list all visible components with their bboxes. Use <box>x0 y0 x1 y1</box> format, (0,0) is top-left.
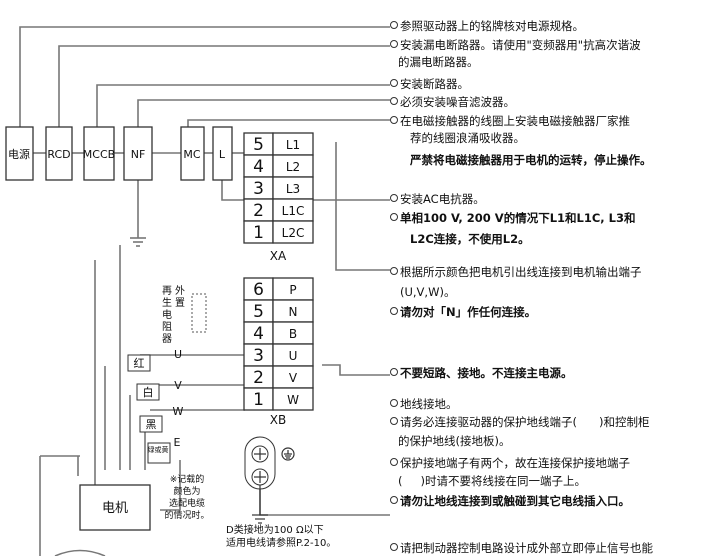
note-two-terminals-cont: ()时请不要将线接在同一端子上。 <box>398 474 586 488</box>
xa-number-3: 3 <box>253 179 264 199</box>
note-single-phase-cont: L2C连接，不使用L2。 <box>410 232 530 246</box>
power-label: 电源 <box>8 147 30 161</box>
xb-number-5: 5 <box>253 302 264 322</box>
mccb-box <box>83 126 115 181</box>
note-surge: 在电磁接触器的线圈上安装电磁接触器厂家推 <box>390 113 630 130</box>
xa-label: XA <box>270 249 287 263</box>
nf-box <box>123 126 153 181</box>
regen-char-5: 器 <box>162 333 172 345</box>
xb-terminal-P: P <box>289 283 296 297</box>
note-no-short: 不要短路、接地。不连接主电源。 <box>390 365 573 382</box>
terminal-block-xa: 5 L1 4 L2 3 L3 2 L1C 1 L2C <box>243 132 314 244</box>
xb-label: XB <box>270 413 286 427</box>
xa-terminal-L2: L2 <box>286 160 300 174</box>
xa-number-1: 1 <box>253 223 264 243</box>
note-brake-control: 请把制动器控制电路设计成外部立即停止信号也能 <box>390 540 653 557</box>
note-nameplate: 参照驱动器上的铭牌核对电源规格。 <box>390 18 584 35</box>
mc-label: MC <box>183 148 200 161</box>
wire-color-note-4: 的情况时。 <box>164 509 209 521</box>
note-motor-color: 根据所示颜色把电机引出线连接到电机输出端子 <box>390 264 642 281</box>
xb-terminal-N: N <box>289 305 298 319</box>
wire-color-note-3: 选配电缆 <box>169 497 205 509</box>
note-ground: 地线接地。 <box>390 396 458 413</box>
xb-number-6: 6 <box>253 280 264 300</box>
wire-color-note-2: 颜色为 <box>173 485 200 497</box>
w-label: W <box>173 405 184 418</box>
xa-terminal-L3: L3 <box>286 182 300 196</box>
xb-number-1: 1 <box>253 390 264 410</box>
note-two-terminals: 保护接地端子有两个，故在连接保护接地端子 <box>390 455 630 472</box>
terminal-block-xb: 6 P 5 N 4 B 3 U 2 V 1 W <box>243 277 314 411</box>
note-ground-contact: 请勿让地线连接到或触碰到其它电线插入口。 <box>390 493 630 510</box>
note-mc-warning: 严禁将电磁接触器用于电机的运转，停止操作。 <box>410 153 652 167</box>
xb-terminal-U: U <box>289 349 298 363</box>
wire-ground-label: 绿或黄 <box>148 445 169 454</box>
regen-char-7: 置 <box>175 297 185 309</box>
rcd-box <box>45 126 73 181</box>
mc-box <box>180 126 205 181</box>
xa-terminal-L1C: L1C <box>282 204 305 218</box>
xa-number-4: 4 <box>253 157 264 177</box>
mccb-label: MCCB <box>83 148 115 161</box>
regen-resistor-dashed <box>191 293 207 333</box>
motor-box <box>79 484 151 531</box>
xb-number-3: 3 <box>253 346 264 366</box>
note-n-terminal: 请勿对「N」作任何连接。 <box>390 304 536 321</box>
xa-number-2: 2 <box>253 201 264 221</box>
xb-cell-terminal <box>272 387 314 411</box>
nf-label: NF <box>131 148 146 161</box>
note-ground-pe-cont: 的保护地线(接地板)。 <box>398 434 511 448</box>
v-label: V <box>174 379 182 392</box>
xa-terminal-L2C: L2C <box>282 226 305 240</box>
wire-white-label: 白 <box>143 385 154 399</box>
note-filter: 必须安装噪音滤波器。 <box>390 94 515 111</box>
ground-note-2: 适用电线请参照P.2-10。 <box>226 536 336 549</box>
e-label: E <box>174 436 181 449</box>
note-single-phase: 单相100 V, 200 V的情况下L1和L1C, L3和 <box>390 210 636 227</box>
xa-number-5: 5 <box>253 135 264 155</box>
power-box <box>5 126 34 181</box>
wire-color-note-1: ※记载的 <box>170 473 205 485</box>
wire-black-label: 黑 <box>146 418 157 431</box>
xb-terminal-B: B <box>289 327 297 341</box>
u-label: U <box>174 348 182 361</box>
regen-char-6: 外 <box>175 285 185 297</box>
wire-red-label: 红 <box>134 357 145 370</box>
reactor-box <box>212 126 233 181</box>
regen-char-1: 再 <box>162 285 172 297</box>
note-motor-color-cont: (U,V,W)。 <box>400 285 456 299</box>
xa-cell-terminal <box>272 220 314 244</box>
regen-char-2: 生 <box>162 296 172 309</box>
motor-label: 电机 <box>102 501 128 516</box>
regen-char-3: 电 <box>162 308 172 321</box>
regen-char-4: 阻 <box>162 321 172 333</box>
xb-terminal-W: W <box>287 393 299 407</box>
ground-note-1: D类接地为100 Ω以下 <box>226 523 324 536</box>
note-breaker: 安装断路器。 <box>390 76 469 93</box>
note-surge-cont: 荐的线圈浪涌吸收器。 <box>410 131 525 145</box>
note-ground-pe: 请务必连接驱动器的保护地线端子()和控制柜 <box>390 414 650 431</box>
note-rcd-cont: 的漏电断路器。 <box>398 55 479 69</box>
reactor-label: L <box>219 148 226 161</box>
xb-terminal-V: V <box>289 371 298 385</box>
xb-number-4: 4 <box>253 324 264 344</box>
note-rcd: 安装漏电断路器。请使用"变频器用"抗高次谐波 <box>390 37 641 54</box>
note-reactor: 安装AC电抗器。 <box>390 191 485 208</box>
rcd-label: RCD <box>47 148 70 161</box>
xa-terminal-L1: L1 <box>286 138 300 152</box>
xb-number-2: 2 <box>253 368 264 388</box>
